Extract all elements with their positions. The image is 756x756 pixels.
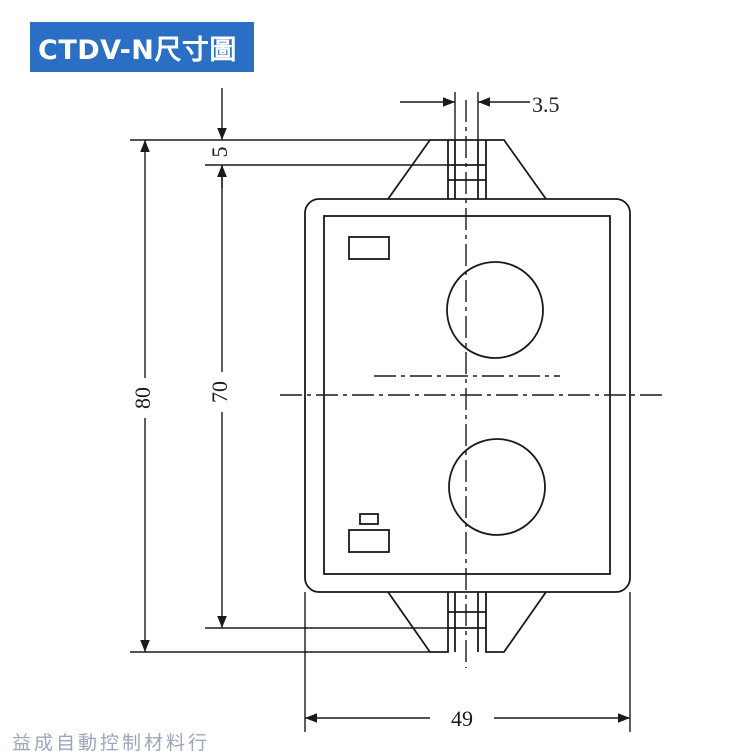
dim-label-3-5: 3.5 xyxy=(532,92,560,117)
lower-small-indicator xyxy=(359,513,379,525)
page-title: CTDV-N尺寸圖 xyxy=(38,34,237,66)
dim-label-70: 70 xyxy=(207,381,232,403)
upper-hole xyxy=(446,261,544,359)
lower-hole xyxy=(448,438,546,536)
lower-indicator xyxy=(348,529,390,553)
extension-lines xyxy=(130,92,631,732)
company-watermark: 益成自動控制材料行 xyxy=(12,732,211,754)
title-banner: CTDV-N尺寸圖 xyxy=(30,22,254,72)
outer-body xyxy=(304,198,631,593)
upper-indicator xyxy=(348,236,390,260)
bottom-mounting-clip xyxy=(387,591,547,653)
dim-label-49: 49 xyxy=(451,706,473,731)
dim-label-5: 5 xyxy=(207,147,232,158)
dim-label-80: 80 xyxy=(130,387,155,409)
dimension-lines xyxy=(140,88,630,723)
top-mounting-clip xyxy=(387,139,547,200)
